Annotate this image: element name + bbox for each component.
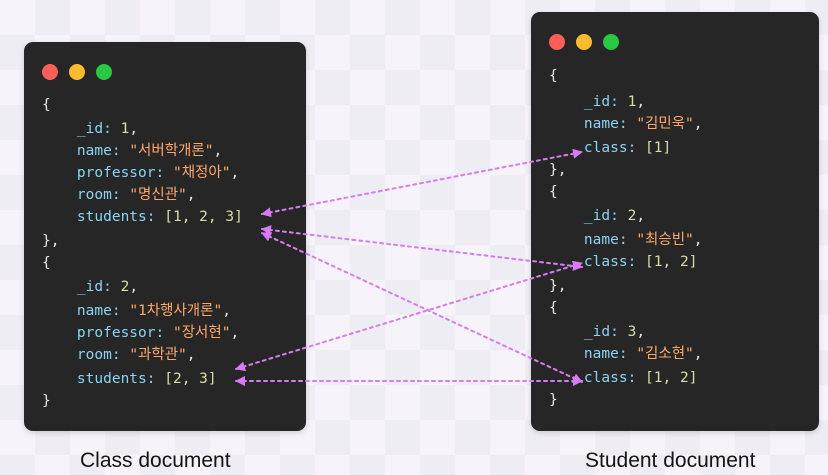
open-brace: {	[549, 184, 558, 200]
close-brace: },	[42, 233, 60, 249]
student-document-caption: Student document	[585, 449, 756, 472]
name-value: "서버학개론"	[129, 143, 214, 159]
name-value: "1차행사개론"	[129, 303, 223, 319]
code-line: students: [2, 3]	[42, 368, 217, 390]
open-brace: {	[42, 97, 51, 113]
id-value: 2	[120, 279, 130, 295]
class-key: class:	[583, 254, 637, 270]
code-line: name: "김소현",	[583, 346, 703, 362]
close-brace: },	[549, 278, 567, 294]
class-key: class:	[583, 140, 637, 156]
name-key: name:	[583, 346, 628, 362]
code-line: },	[549, 275, 566, 297]
name-value: "김민욱"	[636, 116, 694, 132]
id-value: 1	[627, 94, 637, 110]
professor-key: professor:	[76, 165, 165, 181]
professor-key: professor:	[76, 325, 165, 341]
class-key: class:	[583, 370, 637, 386]
professor-value: "채정아"	[172, 165, 231, 181]
code-line: {	[42, 252, 51, 274]
id-key: _id:	[583, 94, 619, 110]
code-line: _id: 2,	[583, 208, 646, 224]
code-line: {	[549, 181, 558, 203]
professor-value: "장서현"	[172, 325, 231, 341]
id-value: 3	[627, 324, 637, 340]
id-key: _id:	[583, 324, 619, 340]
maximize-dot-icon[interactable]	[96, 64, 112, 80]
open-brace: {	[549, 300, 558, 316]
student-code-block: { _id: 1, name: "김민욱", class: [1] }, { _…	[549, 65, 703, 408]
student-document-window: { _id: 1, name: "김민욱", class: [1] }, { _…	[531, 12, 819, 431]
class-value: [1, 2]	[645, 370, 698, 386]
name-key: name:	[583, 116, 628, 132]
close-brace: }	[549, 392, 558, 408]
students-value: [1, 2, 3]	[164, 209, 243, 225]
students-key: students:	[76, 209, 156, 225]
class-value: [1, 2]	[645, 254, 698, 270]
name-value: "최승빈"	[636, 232, 694, 248]
code-line: room: "명신관",	[76, 187, 196, 203]
code-line: name: "서버학개론",	[76, 143, 223, 159]
students-key: students:	[76, 371, 156, 387]
code-line: }	[42, 390, 51, 412]
code-line: name: "최승빈",	[583, 232, 703, 248]
code-line: }	[549, 389, 558, 411]
code-line: class: [1, 2]	[549, 251, 698, 273]
code-line: _id: 1,	[76, 121, 139, 137]
code-line: name: "1차행사개론",	[76, 303, 231, 319]
name-key: name:	[76, 303, 121, 319]
code-line: class: [1]	[549, 137, 671, 159]
room-value: "명신관"	[129, 187, 187, 203]
code-line: professor: "채정아",	[76, 165, 240, 181]
code-line: _id: 2,	[76, 279, 139, 295]
code-line: _id: 3,	[583, 324, 646, 340]
code-line: {	[549, 297, 558, 319]
name-key: name:	[583, 232, 628, 248]
code-line: students: [1, 2, 3]	[42, 206, 243, 228]
room-key: room:	[76, 187, 121, 203]
id-key: _id:	[583, 208, 619, 224]
id-value: 2	[627, 208, 637, 224]
close-brace: }	[42, 393, 51, 409]
code-line: _id: 1,	[583, 94, 646, 110]
open-brace: {	[42, 255, 51, 271]
room-key: room:	[76, 347, 121, 363]
maximize-dot-icon[interactable]	[603, 34, 619, 50]
class-document-window: { _id: 1, name: "서버학개론", professor: "채정아…	[24, 42, 306, 431]
code-line: class: [1, 2]	[549, 367, 698, 389]
name-key: name:	[76, 143, 121, 159]
close-dot-icon[interactable]	[549, 34, 565, 50]
code-line: {	[42, 94, 51, 116]
class-document-caption: Class document	[80, 449, 231, 472]
id-value: 1	[120, 121, 130, 137]
code-line: },	[549, 159, 566, 181]
close-brace: },	[549, 162, 567, 178]
name-value: "김소현"	[636, 346, 694, 362]
code-line: },	[42, 230, 59, 252]
id-key: _id:	[76, 279, 112, 295]
students-value: [2, 3]	[164, 371, 217, 387]
code-line: {	[549, 65, 558, 87]
room-value: "과학관"	[129, 347, 187, 363]
code-line: professor: "장서현",	[76, 325, 240, 341]
code-line: name: "김민욱",	[583, 116, 703, 132]
id-key: _id:	[76, 121, 112, 137]
class-code-block: { _id: 1, name: "서버학개론", professor: "채정아…	[42, 94, 243, 409]
class-value: [1]	[645, 140, 672, 156]
close-dot-icon[interactable]	[42, 64, 58, 80]
code-line: room: "과학관",	[76, 347, 196, 363]
minimize-dot-icon[interactable]	[69, 64, 85, 80]
minimize-dot-icon[interactable]	[576, 34, 592, 50]
open-brace: {	[549, 68, 558, 84]
